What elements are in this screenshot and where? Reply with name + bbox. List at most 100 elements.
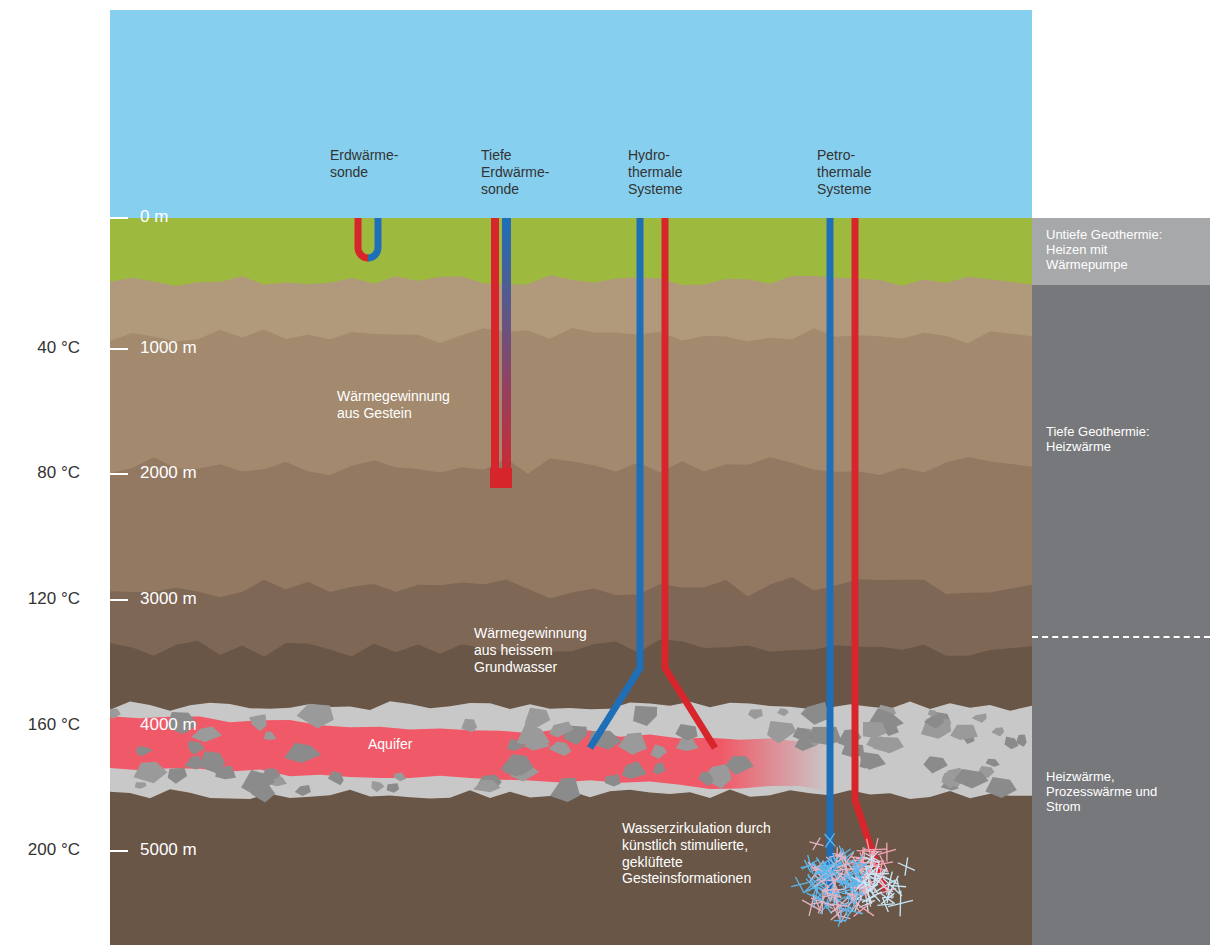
fracture-stroke [838, 851, 854, 864]
pipe [590, 218, 640, 748]
fracture-stroke [871, 851, 873, 868]
fracture-stroke [802, 900, 821, 911]
fracture-stroke [836, 889, 838, 899]
fracture-stroke [866, 866, 871, 890]
fracture-stroke [849, 898, 862, 913]
fracture-stroke [832, 892, 841, 897]
pipe [502, 218, 511, 488]
rock-layer [110, 275, 1032, 945]
fracture-stroke [822, 864, 826, 875]
pipes [358, 218, 885, 895]
fracture-stroke [814, 872, 833, 873]
fracture-stroke [842, 848, 851, 867]
fracture-stroke [820, 869, 830, 872]
fracture-stroke [854, 900, 874, 916]
fracture-stroke [860, 847, 863, 872]
fracture-stroke [856, 857, 868, 859]
fracture-stroke [836, 847, 838, 863]
fracture-stroke [874, 869, 875, 882]
fracture-stroke [815, 867, 835, 879]
fracture-stroke [857, 851, 883, 852]
fracture-stroke [819, 867, 829, 874]
fracture-stroke [864, 880, 867, 891]
fracture-stroke [855, 873, 872, 892]
fracture-stroke [809, 895, 814, 916]
fracture-stroke [833, 853, 841, 877]
depth-label: 2000 m [140, 463, 230, 483]
fracture-stroke [865, 864, 870, 873]
fracture-stroke [897, 879, 900, 894]
fracture-stroke [823, 880, 847, 883]
fracture-stroke [829, 871, 839, 893]
fracture-stroke [808, 855, 813, 874]
fracture-stroke [818, 890, 827, 913]
fracture-stroke [857, 882, 868, 887]
fracture-stroke [872, 838, 878, 861]
depth-label: 3000 m [140, 589, 230, 609]
fracture-stroke [855, 859, 861, 872]
aquifer-band: Aquifer [110, 690, 1032, 810]
fracture-stroke [814, 876, 830, 887]
fracture-stroke [833, 853, 844, 856]
fracture-stroke [851, 857, 872, 859]
fracture-stroke [825, 863, 836, 884]
fracture-stroke [851, 874, 852, 899]
fracture-stroke [812, 864, 822, 872]
fracture-stroke [876, 868, 887, 885]
fracture-stroke [856, 889, 862, 899]
fracture-stroke [825, 833, 834, 847]
fracture-stroke [824, 865, 842, 867]
fracture-stroke [804, 860, 810, 873]
fracture-stroke [854, 892, 865, 895]
fracture-stroke [810, 866, 820, 869]
fracture-stroke [860, 852, 865, 874]
fracture-stroke [871, 874, 891, 880]
fracture-stroke [888, 900, 913, 906]
fracture-stroke [811, 898, 834, 906]
fracture-stroke [842, 893, 863, 894]
fracture-stroke [855, 875, 866, 881]
fracture-stroke [812, 894, 823, 900]
fracture-stroke [860, 853, 864, 864]
fracture-stroke [868, 891, 871, 906]
fracture-stroke [795, 877, 803, 892]
system-label: Erdwärme- sonde [330, 147, 406, 181]
fracture-stroke [859, 901, 875, 908]
fracture-stroke [887, 892, 889, 904]
system-label-text: Erdwärme- sonde [330, 147, 406, 181]
fracture-stroke [830, 890, 840, 895]
fracture-stroke [845, 864, 852, 884]
temperature-label: 160 °C [4, 715, 80, 735]
fracture-stroke [840, 901, 857, 906]
fracture-stroke [823, 860, 826, 879]
fracture-stroke [855, 888, 866, 912]
fracture-stroke [898, 863, 915, 871]
fracture-stroke [847, 892, 859, 905]
fracture-stroke [875, 862, 893, 865]
fracture-stroke [849, 871, 855, 895]
fracture-stroke [801, 865, 815, 868]
process-label: Wasserzirkulation durch künstlich stimul… [622, 820, 780, 887]
fracture-stroke [873, 862, 879, 887]
fracture-stroke [824, 885, 825, 897]
fracture-stroke [887, 876, 899, 899]
fracture-stroke [855, 877, 861, 888]
fracture-stroke [857, 884, 878, 899]
fracture-stroke [869, 879, 878, 895]
fracture-stroke [836, 873, 842, 883]
fracture-stroke [857, 885, 869, 896]
band-label: Untiefe Geothermie: Heizen mit Wärmepump… [1046, 228, 1188, 273]
fracture-stroke [839, 880, 852, 902]
system-label-text: Hydro- thermale Systeme [628, 147, 704, 197]
fracture-stroke [863, 880, 872, 904]
fracture-stroke [816, 866, 834, 874]
fracture-stroke [850, 898, 862, 914]
fracture-stroke [833, 858, 846, 868]
fracture-stroke [811, 902, 822, 904]
fracture-stroke [878, 849, 896, 854]
fracture-stroke [861, 883, 871, 889]
fracture-stroke [815, 875, 830, 888]
fracture-stroke [853, 901, 874, 916]
fracture-stroke [838, 915, 851, 918]
fracture-stroke [880, 861, 882, 876]
